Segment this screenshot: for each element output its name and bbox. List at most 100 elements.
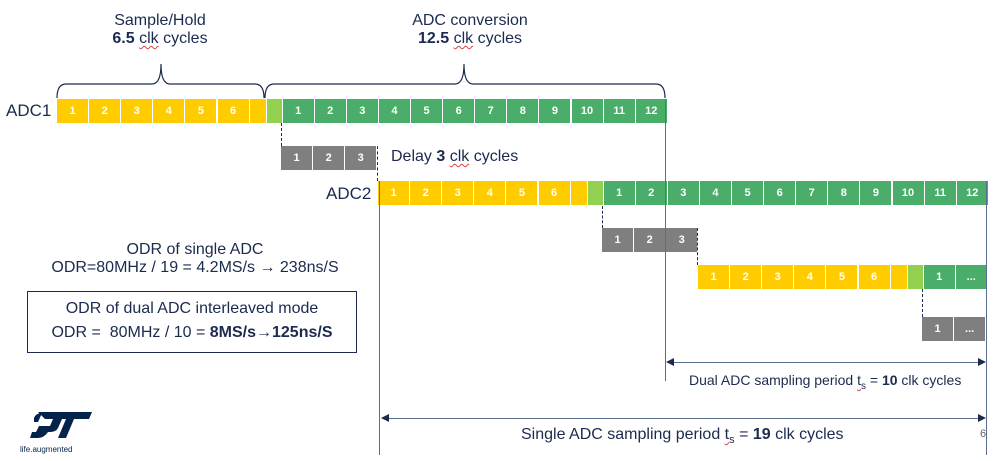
delay-cell: 1 bbox=[922, 317, 955, 341]
dual-period-t: t bbox=[857, 372, 861, 388]
adc1-conversion-cell: 11 bbox=[603, 99, 636, 123]
adc1-sample-cell: 4 bbox=[153, 99, 186, 123]
odr-dual-box bbox=[27, 291, 357, 353]
delay-clk: clk bbox=[449, 148, 470, 165]
odr-dual-formula-result: 8MS/s→125ns/S bbox=[209, 324, 333, 341]
conversion-cycles: 12.5 clk cycles bbox=[370, 30, 570, 48]
adc1-sample-cell: 3 bbox=[121, 99, 154, 123]
dual-period-eq: = bbox=[865, 372, 882, 388]
adc2-half-cycle-cell bbox=[587, 181, 604, 205]
page-number: 6 bbox=[980, 428, 987, 440]
adc1-next-sample-cell: 5 bbox=[826, 265, 859, 289]
delay-cell: 2 bbox=[313, 146, 346, 170]
dotted-connector bbox=[377, 146, 378, 181]
dotted-connector bbox=[602, 206, 603, 228]
odr-dual: ODR of dual ADC interleaved mode ODR = 8… bbox=[27, 297, 357, 345]
odr-dual-title: ODR of dual ADC interleaved mode bbox=[65, 300, 319, 317]
dotted-connector bbox=[922, 289, 923, 317]
single-period-eq: = bbox=[734, 426, 753, 443]
adc1-conversion-cell: 1 bbox=[282, 99, 315, 123]
adc1-label: ADC1 bbox=[6, 101, 52, 120]
adc1-next-half-cycle-cell bbox=[907, 265, 924, 289]
delay-label: Delay 3 clk cycles bbox=[391, 148, 518, 166]
adc1-sample-cell: 1 bbox=[57, 99, 90, 123]
conversion-label: ADC conversion 12.5 clk cycles bbox=[370, 12, 570, 48]
odr-single-title: ODR of single ADC bbox=[126, 241, 264, 258]
sample-hold-clk: clk bbox=[139, 30, 159, 47]
odr-single-formula: ODR=80MHz / 19 = 4.2MS/s → 238ns/S bbox=[51, 259, 339, 276]
single-period-prefix: Single ADC sampling period bbox=[521, 426, 725, 443]
adc2-conversion-cell: 5 bbox=[732, 181, 765, 205]
adc2-sample-cell: 5 bbox=[506, 181, 539, 205]
delay-cell: 1 bbox=[281, 146, 314, 170]
dual-period-sub: s bbox=[860, 380, 866, 392]
dual-period-value: 10 bbox=[881, 372, 898, 388]
single-period-label: Single ADC sampling period ts = 19 clk c… bbox=[521, 426, 844, 446]
braces bbox=[56, 63, 666, 99]
adc2-conversion-cell: 1 bbox=[603, 181, 636, 205]
odr-dual-formula: ODR = 80MHz / 10 = 8MS/s→125ns/S bbox=[27, 321, 357, 345]
sample-hold-cycles: 6.5 clk cycles bbox=[60, 30, 260, 48]
sample-hold-label: Sample/Hold 6.5 clk cycles bbox=[60, 12, 260, 48]
period-end-line bbox=[986, 181, 987, 455]
adc1-conversion-cell: 8 bbox=[507, 99, 540, 123]
odr-dual-formula-prefix: ODR = 80MHz / 10 = bbox=[51, 324, 210, 341]
adc1-conversion-cell: 6 bbox=[443, 99, 476, 123]
adc2-conversion-cell: 9 bbox=[860, 181, 893, 205]
delay-cell: ... bbox=[954, 317, 987, 341]
adc1-next-sample-cell: 1 bbox=[698, 265, 731, 289]
adc1-sample-cell: 6 bbox=[217, 99, 250, 123]
adc2-conversion-cell: 12 bbox=[956, 181, 989, 205]
arrow-right-icon bbox=[978, 414, 986, 422]
adc2-sample-cell: 1 bbox=[378, 181, 411, 205]
adc2-sample-cell bbox=[570, 181, 588, 205]
dual-period-prefix: Dual ADC sampling period bbox=[689, 372, 858, 388]
adc2-conversion-cell: 8 bbox=[828, 181, 861, 205]
dual-period-unit: clk cycles bbox=[897, 372, 962, 388]
delay-cell: 3 bbox=[666, 228, 699, 252]
sample-hold-value: 6.5 bbox=[112, 30, 135, 47]
arrow-left-icon bbox=[381, 414, 389, 422]
single-period-sub: s bbox=[729, 434, 735, 447]
dual-period-start-line bbox=[665, 99, 666, 381]
adc2-label: ADC2 bbox=[326, 184, 372, 203]
adc1-next-sample-cell: 3 bbox=[762, 265, 795, 289]
dotted-connector bbox=[697, 228, 698, 265]
adc1-conversion-cell: 12 bbox=[635, 99, 668, 123]
single-period-start-line bbox=[379, 181, 380, 455]
adc1-conversion-cell: 5 bbox=[411, 99, 444, 123]
adc1-sample-cell: 2 bbox=[89, 99, 122, 123]
delay-cell: 2 bbox=[634, 228, 667, 252]
adc2-conversion-cell: 10 bbox=[892, 181, 925, 205]
adc1-next-sample-cell: 4 bbox=[794, 265, 827, 289]
sample-hold-brace bbox=[56, 63, 265, 99]
conversion-clk: clk bbox=[453, 30, 474, 47]
adc1-next-sample-cell bbox=[890, 265, 908, 289]
adc1-next-sample-cell: 6 bbox=[858, 265, 891, 289]
adc2-conversion-cell: 7 bbox=[796, 181, 829, 205]
st-logo-icon bbox=[30, 412, 92, 438]
adc2-sample-cell: 6 bbox=[538, 181, 571, 205]
adc2-conversion-cell: 6 bbox=[764, 181, 797, 205]
adc2-sample-cell: 3 bbox=[442, 181, 475, 205]
single-period-unit: clk cycles bbox=[770, 426, 844, 443]
st-logo: life.augmented bbox=[18, 410, 98, 455]
adc1-conversion-cell: 9 bbox=[539, 99, 572, 123]
dual-period-label: Dual ADC sampling period ts = 10 clk cyc… bbox=[689, 372, 961, 392]
adc2-conversion-cell: 2 bbox=[635, 181, 668, 205]
sample-hold-title: Sample/Hold bbox=[114, 12, 206, 29]
arrow-left-icon bbox=[666, 358, 674, 366]
conversion-value: 12.5 bbox=[417, 30, 450, 47]
adc1-next-conversion-cell: 1 bbox=[923, 265, 956, 289]
adc2-sample-cell: 4 bbox=[474, 181, 507, 205]
adc2-sample-cell: 2 bbox=[410, 181, 443, 205]
adc1-sample-cell: 5 bbox=[185, 99, 218, 123]
single-period-arrow bbox=[383, 418, 984, 419]
delay-unit: cycles bbox=[473, 148, 519, 165]
single-period-value: 19 bbox=[752, 426, 771, 443]
adc1-conversion-cell: 10 bbox=[571, 99, 604, 123]
adc2-conversion-cell: 11 bbox=[924, 181, 957, 205]
conversion-unit: cycles bbox=[477, 30, 523, 47]
adc1-half-cycle-cell bbox=[266, 99, 283, 123]
adc1-conversion-cell: 3 bbox=[346, 99, 379, 123]
